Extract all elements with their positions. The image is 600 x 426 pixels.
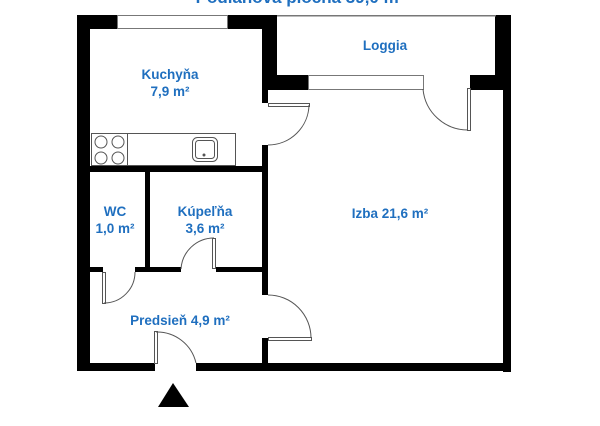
kitchen-counter xyxy=(91,133,236,166)
room-label: Izba 21,6 m² xyxy=(351,206,429,221)
room-area: 3,6 m² xyxy=(185,221,225,236)
windows xyxy=(117,15,496,90)
room-label-izba: Izba 21,6 m² xyxy=(330,205,450,222)
room-name: WC xyxy=(103,204,127,219)
room-label-wc: WC 1,0 m² xyxy=(82,203,148,237)
room-area: 1,0 m² xyxy=(95,221,135,236)
room-label: Predsieň 4,9 m² xyxy=(130,313,230,328)
walls xyxy=(77,15,511,372)
room-label-kitchen: Kuchyňa 7,9 m² xyxy=(115,66,225,100)
floor-area-title: Podlahová plocha 39,0 m² xyxy=(0,0,600,7)
entrance-arrow-icon xyxy=(158,383,189,407)
room-name: Kúpeľňa xyxy=(177,204,233,219)
doors xyxy=(102,88,471,364)
room-label-hallway: Predsieň 4,9 m² xyxy=(115,312,245,329)
room-area: 7,9 m² xyxy=(150,84,190,99)
room-label-loggia: Loggia xyxy=(340,37,430,54)
room-name: Loggia xyxy=(362,38,408,53)
room-label-bathroom: Kúpeľňa 3,6 m² xyxy=(160,203,250,237)
room-name: Kuchyňa xyxy=(141,67,199,82)
